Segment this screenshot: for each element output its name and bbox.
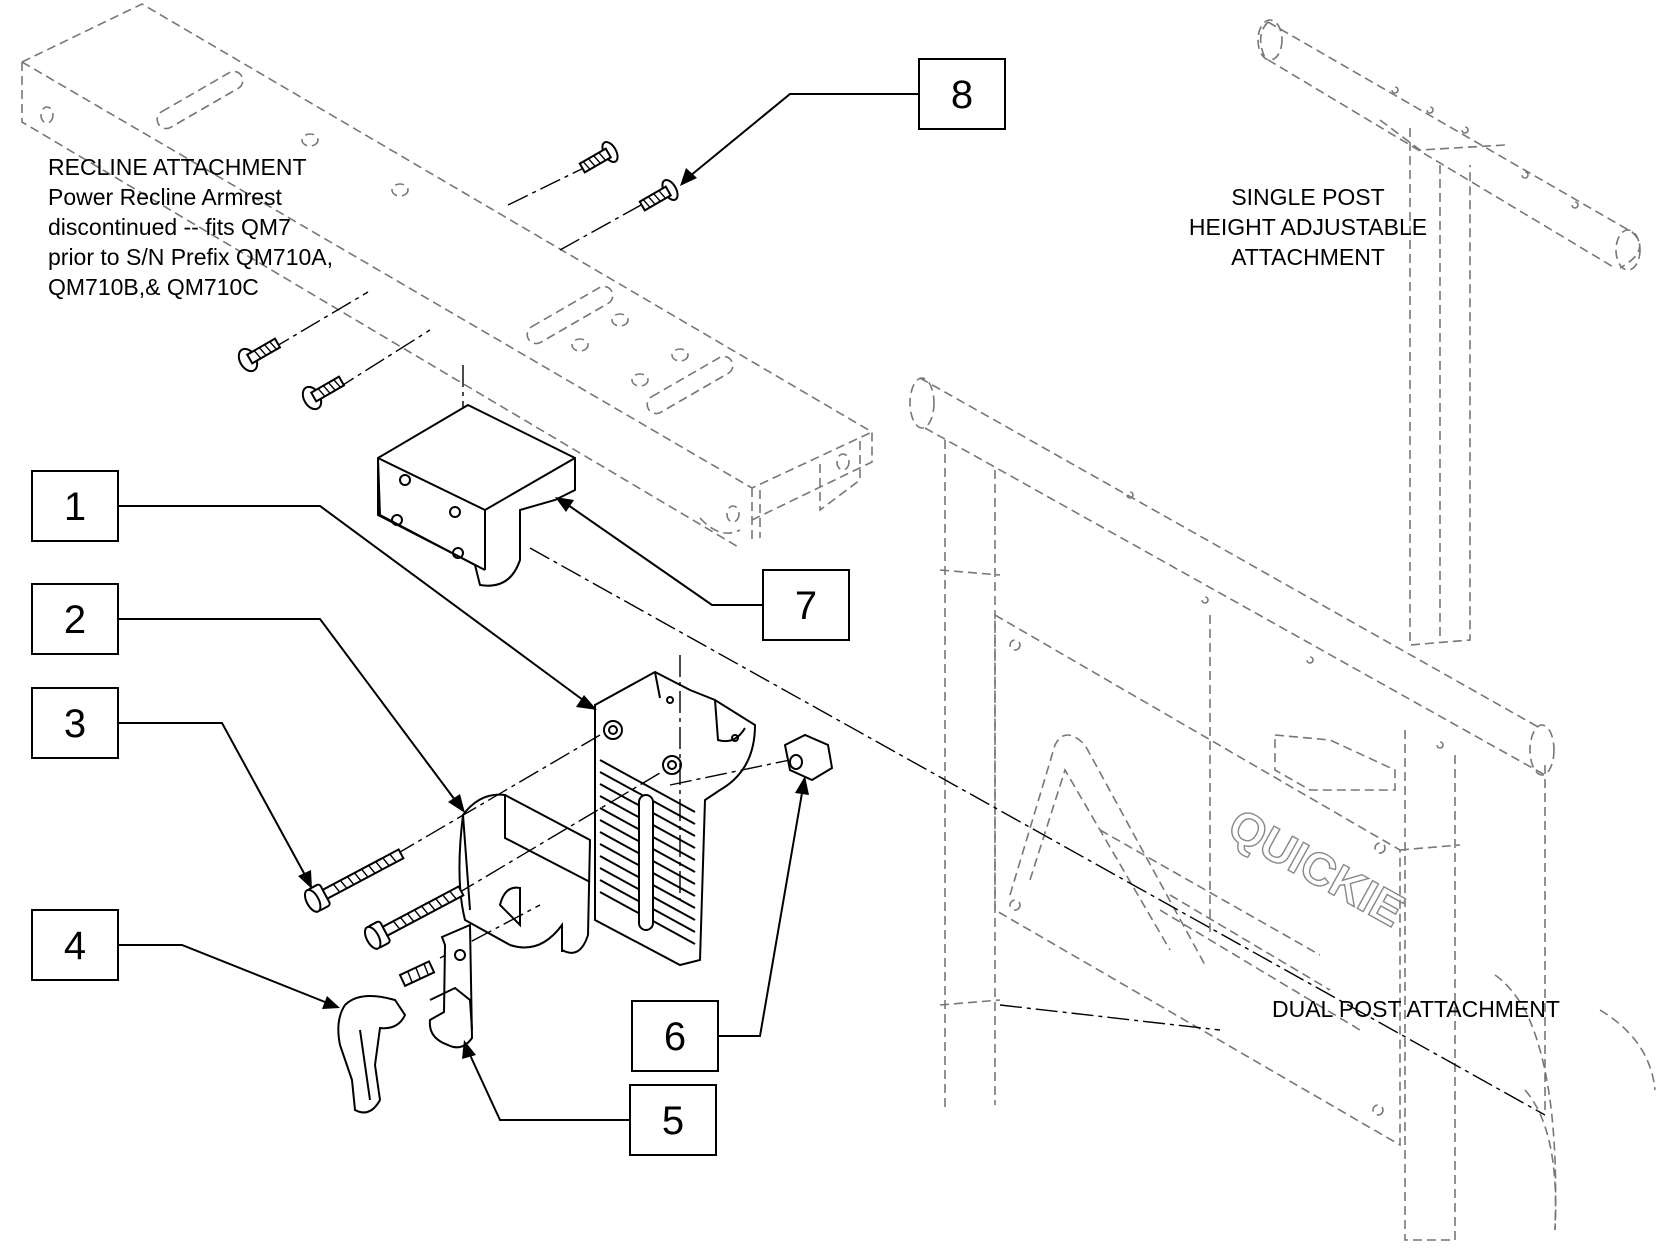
dual-post-note: DUAL POST ATTACHMENT <box>1272 996 1560 1022</box>
dual-post-note-line-1: DUAL POST ATTACHMENT <box>1272 996 1560 1022</box>
callout-box-5 <box>629 1084 717 1156</box>
part-2-clamp <box>458 793 592 954</box>
part-7-mount-block <box>376 403 576 587</box>
single-post-note-line-2: HEIGHT ADJUSTABLE <box>1189 214 1427 240</box>
single-post-note-line-3: ATTACHMENT <box>1231 244 1385 270</box>
recline-screws <box>237 141 679 450</box>
single-post-note: SINGLE POST HEIGHT ADJUSTABLE ATTACHMENT <box>1189 184 1427 270</box>
recline-attachment-bar <box>21 3 873 549</box>
callout-box-4 <box>31 909 119 981</box>
callout-4: 4 <box>31 909 119 981</box>
callout-box-2 <box>31 583 119 655</box>
recline-attachment-note: RECLINE ATTACHMENT Power Recline Armrest… <box>48 154 333 300</box>
callout-box-8 <box>918 58 1006 130</box>
callout-box-7 <box>762 569 850 641</box>
part-6-nut <box>669 733 834 786</box>
recline-note-line-5: QM710B,& QM710C <box>48 274 259 300</box>
recline-note-line-2: Power Recline Armrest <box>48 184 283 210</box>
leader-lines <box>118 93 919 1121</box>
part-4-clamp-lever <box>337 904 541 1114</box>
callout-2: 2 <box>31 583 119 655</box>
recline-note-line-4: prior to S/N Prefix QM710A, <box>48 244 333 270</box>
callout-label-3: 3 <box>64 702 86 746</box>
callout-box-1 <box>31 470 119 542</box>
callout-box-6 <box>631 1000 719 1072</box>
callout-label-2: 2 <box>64 598 86 642</box>
recline-note-line-1: RECLINE ATTACHMENT <box>48 154 307 180</box>
callout-label-1: 1 <box>64 485 86 529</box>
part-5-clip <box>428 923 474 1049</box>
recline-note-line-3: discontinued -- fits QM7 <box>48 214 291 240</box>
callout-box-3 <box>31 687 119 759</box>
callout-3: 3 <box>31 687 119 759</box>
single-post-note-line-1: SINGLE POST <box>1231 184 1384 210</box>
callout-1: 1 <box>31 470 119 542</box>
callout-label-6: 6 <box>664 1015 686 1059</box>
callout-6: 6 <box>631 1000 719 1072</box>
part-3-cap-screws <box>303 734 666 950</box>
panel-logo-text: QUICKIE <box>1220 798 1413 936</box>
single-post-attachment <box>1257 19 1641 646</box>
assembly-centerlines <box>529 547 1546 1116</box>
part-1-ratchet-bracket <box>594 670 757 967</box>
callout-5: 5 <box>629 1084 717 1156</box>
callout-7: 7 <box>762 569 850 641</box>
callout-label-8: 8 <box>951 73 973 117</box>
screw-8-icon <box>638 179 679 212</box>
dual-post-attachment: QUICKIE <box>909 377 1656 1241</box>
callout-label-4: 4 <box>64 924 86 968</box>
callout-8: 8 <box>918 58 1006 130</box>
callout-label-5: 5 <box>662 1099 684 1143</box>
callout-label-7: 7 <box>795 584 817 628</box>
